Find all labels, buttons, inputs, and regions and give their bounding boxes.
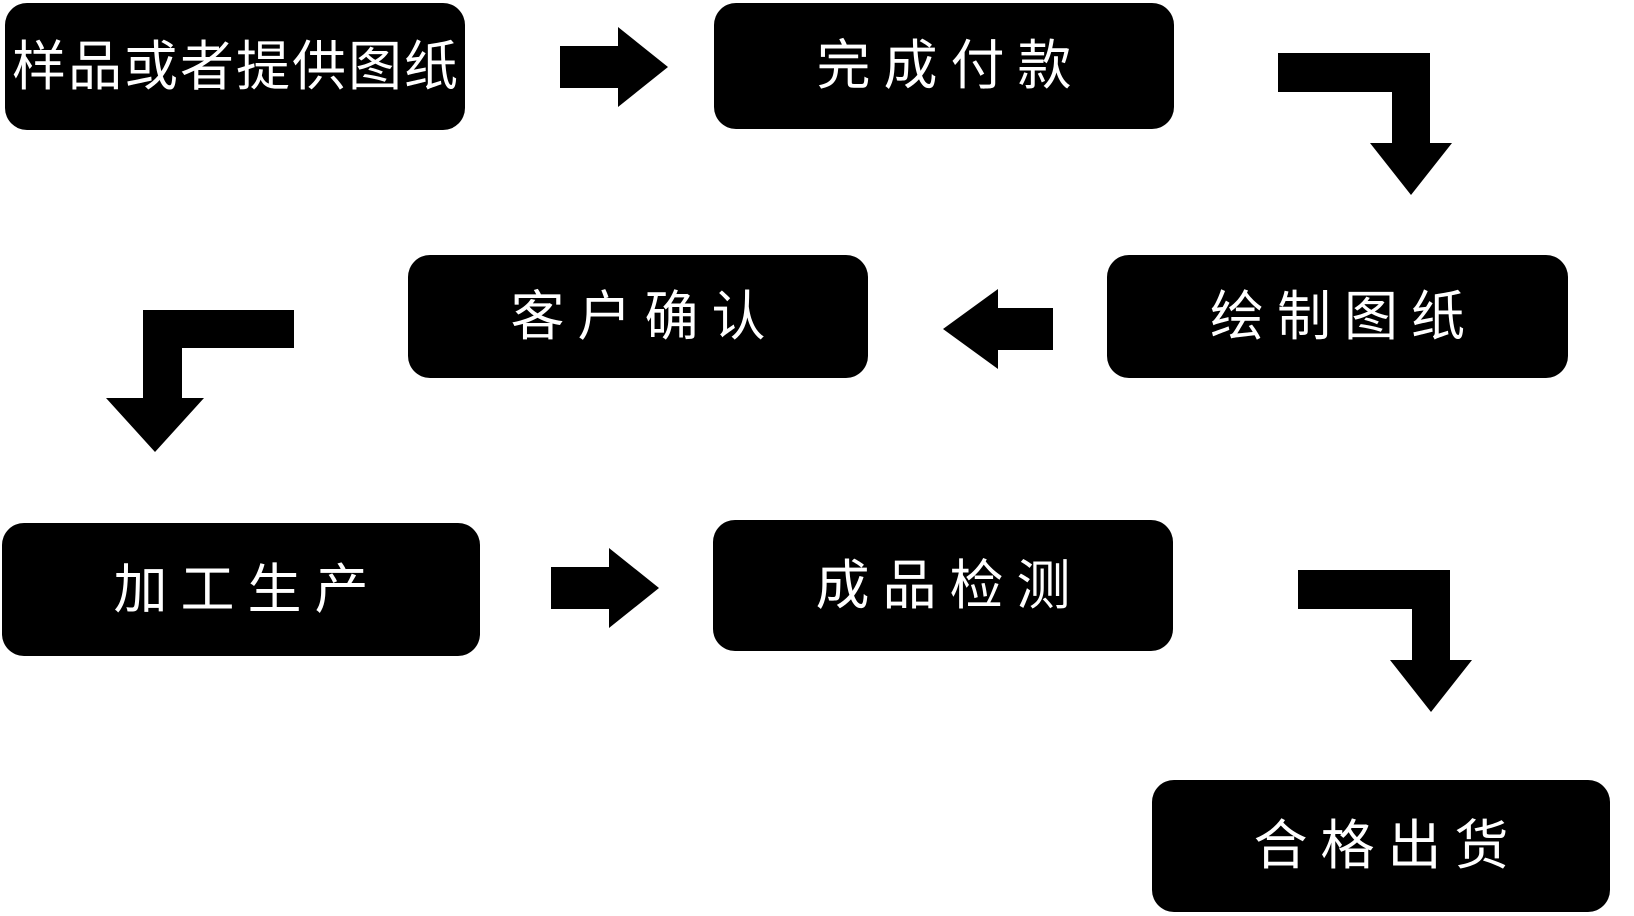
arrow-elbow-down-left-icon xyxy=(106,310,294,452)
arrow-right-icon xyxy=(551,548,659,628)
flow-node-label: 合格出货 xyxy=(1253,816,1522,876)
flow-node-label: 绘制图纸 xyxy=(1210,286,1478,347)
flow-node-label: 成品检测 xyxy=(815,555,1084,616)
flow-node-shipment: 合格出货 xyxy=(1152,780,1610,912)
flow-node-customer-confirm: 客户确认 xyxy=(408,255,868,378)
flow-node-label: 样品或者提供图纸 xyxy=(12,36,460,97)
flow-node-drawing: 绘制图纸 xyxy=(1107,255,1568,378)
flow-node-label: 完成付款 xyxy=(816,36,1085,96)
flow-node-production: 加工生产 xyxy=(2,523,480,656)
flow-node-label: 客户确认 xyxy=(510,286,779,347)
flow-node-inspection: 成品检测 xyxy=(713,520,1173,651)
arrow-right-icon xyxy=(560,27,668,107)
arrow-elbow-down-right-icon xyxy=(1298,570,1472,712)
flow-node-label: 加工生产 xyxy=(113,559,382,620)
arrow-elbow-down-right-icon xyxy=(1278,53,1452,195)
flow-node-payment: 完成付款 xyxy=(714,3,1174,129)
flow-node-sample-or-drawing: 样品或者提供图纸 xyxy=(5,3,465,130)
arrow-left-icon xyxy=(943,289,1053,369)
